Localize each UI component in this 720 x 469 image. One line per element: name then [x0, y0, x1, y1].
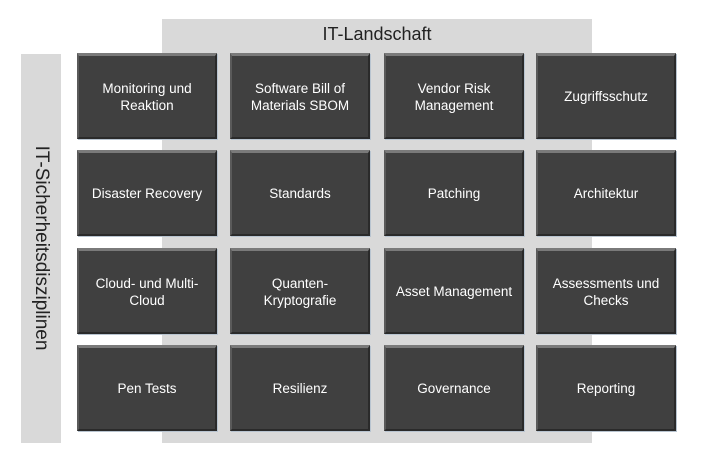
discipline-tile-label: Asset Management	[395, 284, 513, 299]
discipline-tile: Vendor Risk Management	[384, 53, 524, 139]
discipline-tile: Architektur	[536, 150, 676, 236]
discipline-tile: Standards	[230, 150, 370, 236]
discipline-tile-label: Vendor Risk Management	[414, 80, 494, 113]
discipline-tile-label: Patching	[427, 186, 481, 201]
discipline-tile: Asset Management	[384, 248, 524, 334]
discipline-tile: Zugriffsschutz	[536, 53, 676, 139]
security-disciplines-label: IT-Sicherheitsdisziplinen	[31, 145, 52, 351]
discipline-tile: Monitoring und Reaktion	[77, 53, 217, 139]
discipline-tile: Cloud- und Multi-Cloud	[77, 248, 217, 334]
it-landscape-label: IT-Landschaft	[322, 24, 432, 44]
discipline-tile: Software Bill of Materials SBOM	[230, 53, 370, 139]
security-disciplines-band	[21, 54, 61, 443]
discipline-tile-label: Disaster Recovery	[91, 186, 203, 201]
discipline-tile-label: Quanten-Kryptografie	[263, 275, 337, 308]
discipline-tile: Reporting	[536, 345, 676, 431]
discipline-tile-label: Zugriffsschutz	[564, 89, 648, 104]
discipline-tile: Pen Tests	[77, 345, 217, 431]
discipline-tile-label: Reporting	[576, 381, 636, 396]
discipline-tile-label: Governance	[417, 381, 491, 396]
discipline-tile: Resilienz	[230, 345, 370, 431]
discipline-tile: Disaster Recovery	[77, 150, 217, 236]
discipline-tile: Assessments und Checks	[536, 248, 676, 334]
it-landscape-band	[162, 19, 592, 443]
discipline-tile-label: Assessments und Checks	[552, 275, 660, 308]
discipline-tile: Quanten-Kryptografie	[230, 248, 370, 334]
discipline-tile-label: Cloud- und Multi-Cloud	[95, 275, 199, 308]
discipline-tile-label: Pen Tests	[117, 381, 177, 396]
discipline-tile-label: Software Bill of Materials SBOM	[250, 80, 350, 113]
discipline-tile-label: Standards	[269, 186, 331, 201]
discipline-tile: Governance	[384, 345, 524, 431]
discipline-tile-label: Resilienz	[272, 381, 328, 396]
discipline-tile-label: Architektur	[573, 186, 639, 201]
discipline-tile-label: Monitoring und Reaktion	[102, 80, 192, 113]
discipline-tile: Patching	[384, 150, 524, 236]
